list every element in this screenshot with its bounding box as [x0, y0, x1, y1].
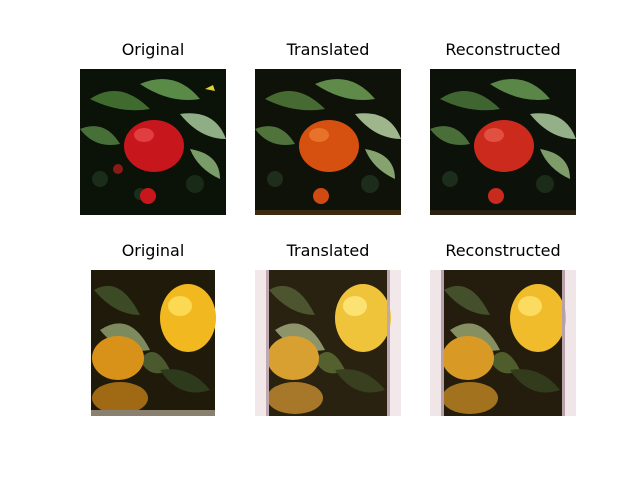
- panel-title: Original: [121, 40, 185, 59]
- panel-translated-row2: Translated: [255, 241, 401, 416]
- orange-photo-translated: [255, 270, 401, 416]
- orange-photo-original: [80, 270, 226, 416]
- panel-title: Translated: [286, 40, 370, 59]
- panel-title: Translated: [286, 241, 370, 260]
- orange-photo-reconstructed: [430, 270, 576, 416]
- panel-original-row1: Original: [80, 40, 226, 215]
- panel-title: Reconstructed: [445, 241, 561, 260]
- panel-reconstructed-row2: Reconstructed: [430, 241, 576, 416]
- apple-photo-original: [80, 69, 226, 215]
- panel-translated-row1: Translated: [255, 40, 401, 215]
- panel-reconstructed-row1: Reconstructed: [430, 40, 576, 215]
- apple-photo-reconstructed: [430, 69, 576, 215]
- panel-title: Original: [121, 241, 185, 260]
- panel-title: Reconstructed: [445, 40, 561, 59]
- apple-photo-translated: [255, 69, 401, 215]
- panel-original-row2: Original: [80, 241, 226, 416]
